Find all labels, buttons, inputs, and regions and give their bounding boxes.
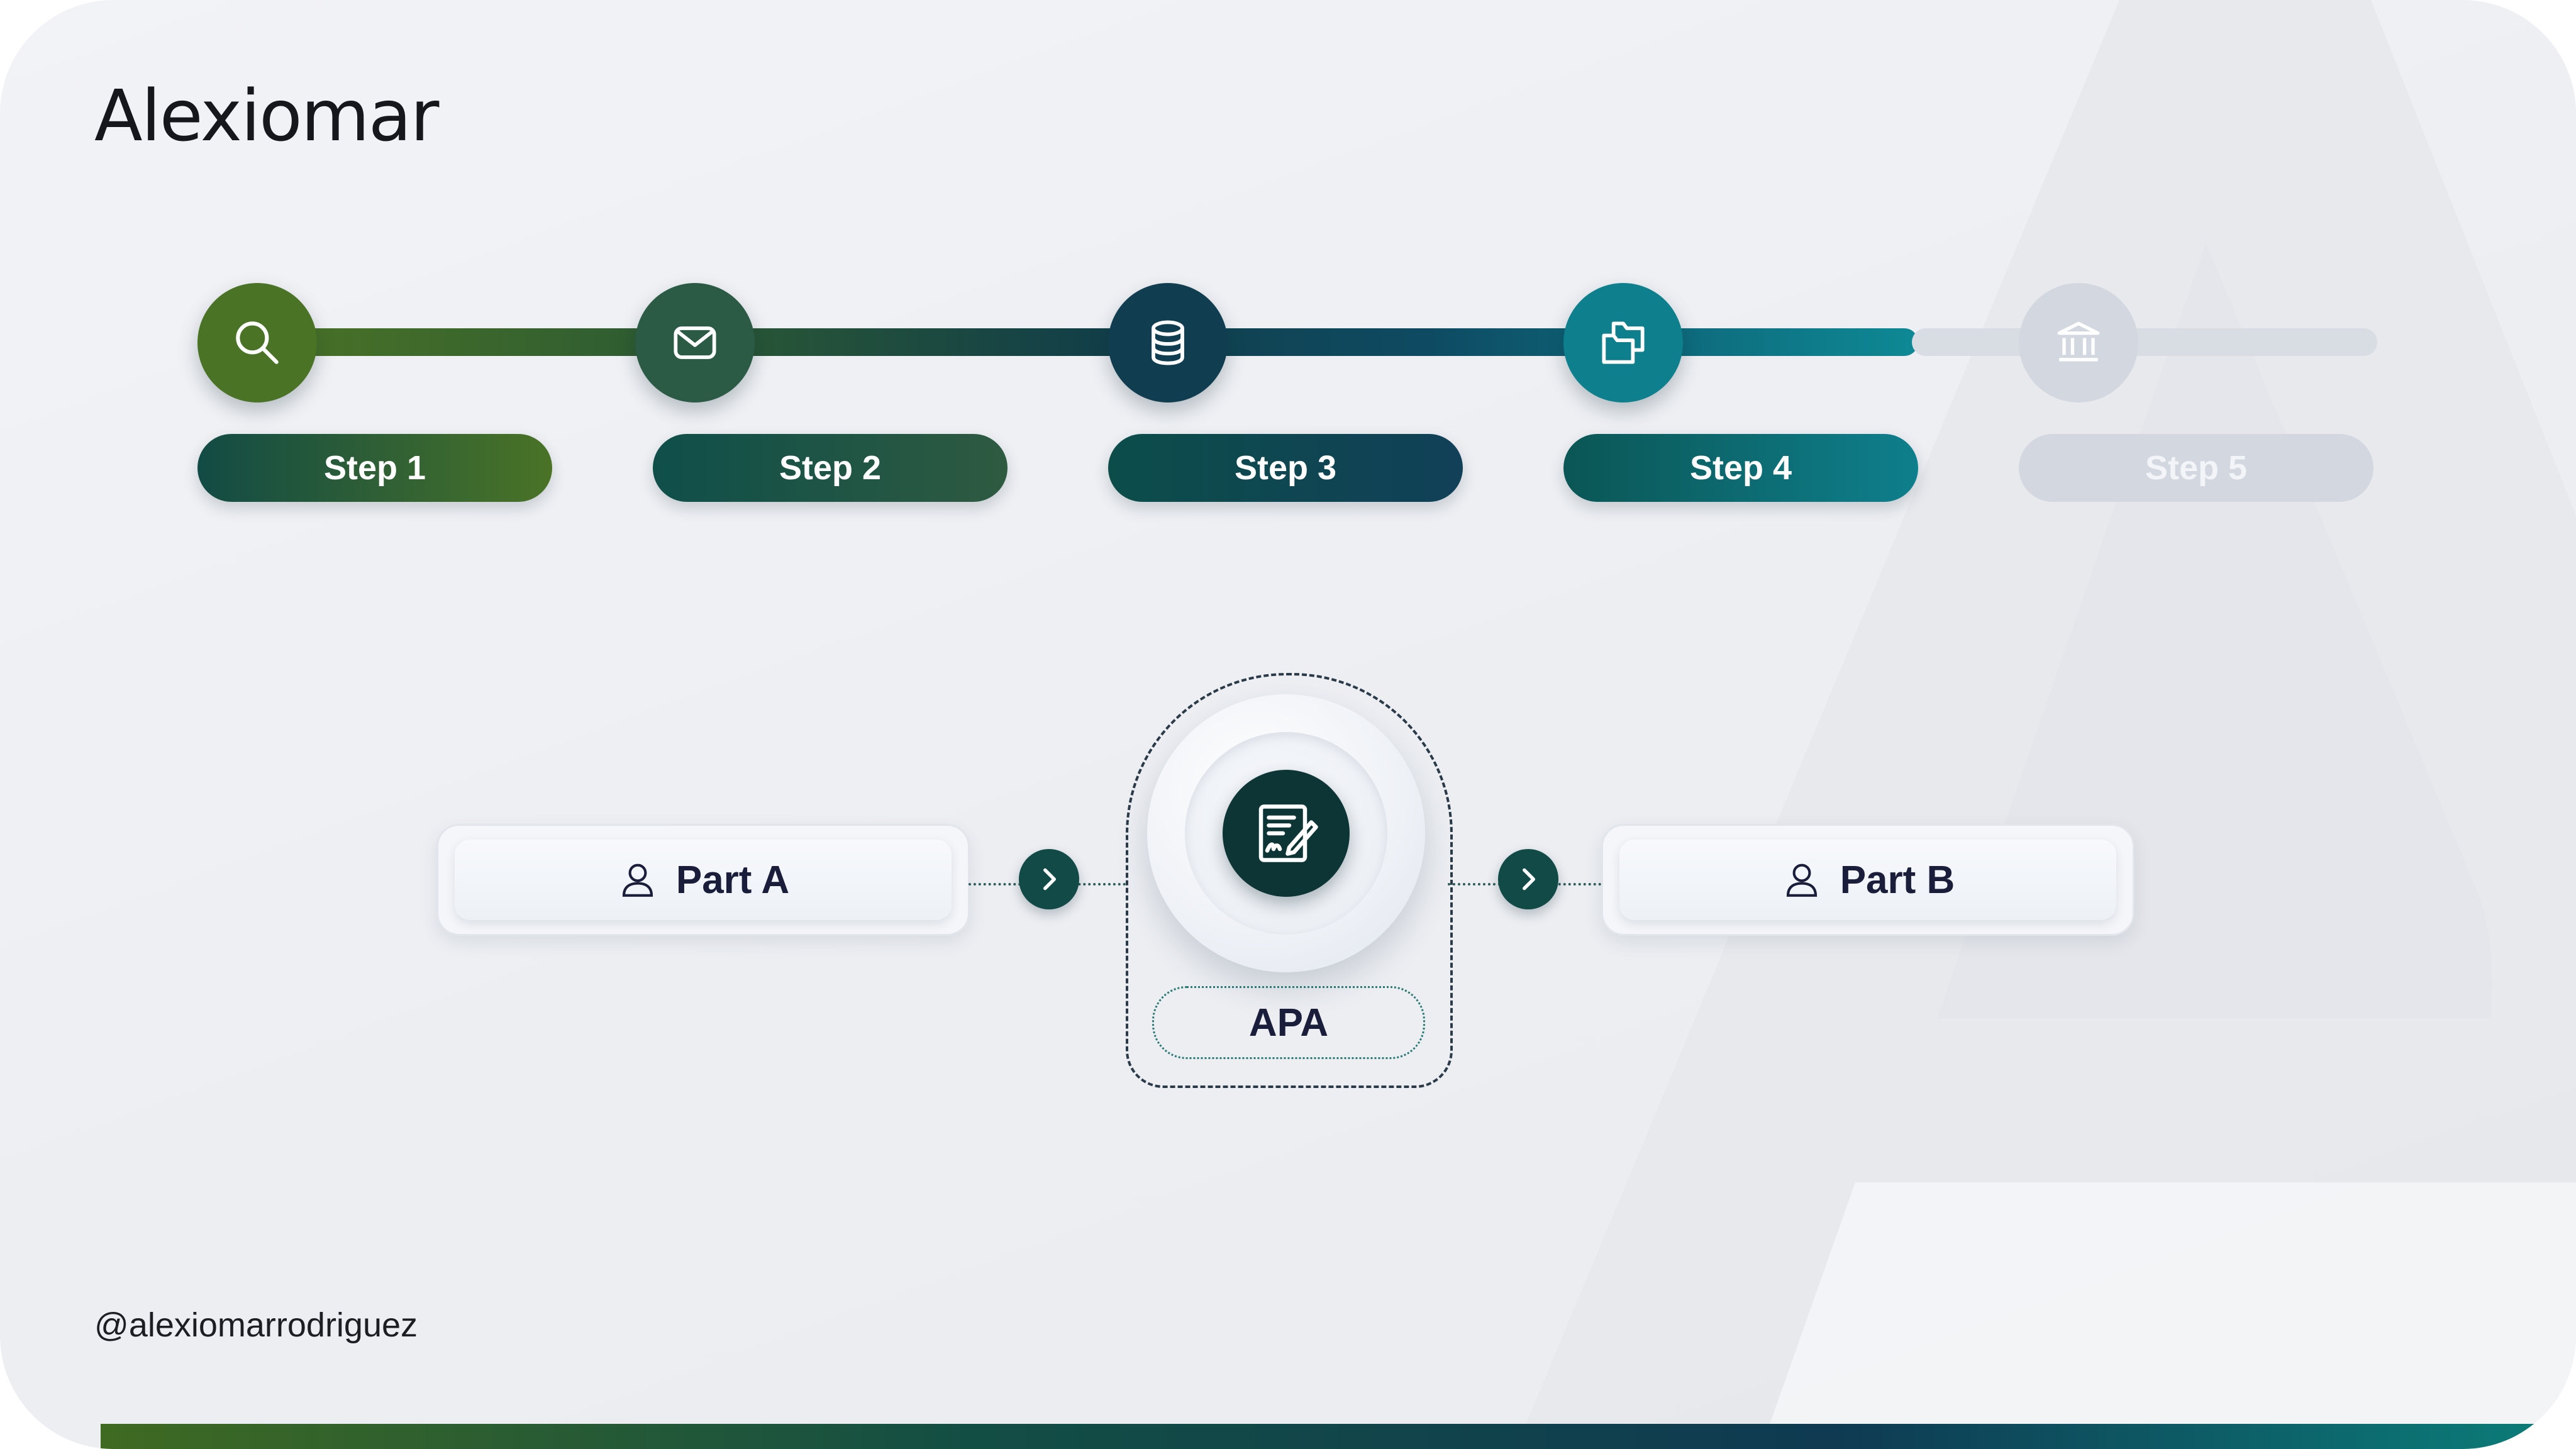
step-2-node[interactable] xyxy=(635,283,755,402)
search-icon xyxy=(236,321,279,364)
step-1-label[interactable]: Step 1 xyxy=(197,434,552,502)
signed-document-icon xyxy=(1258,804,1318,862)
arrow-right-button-left[interactable] xyxy=(1019,849,1079,909)
chevron-right-icon xyxy=(1043,868,1057,891)
part-a-label: Part A xyxy=(675,858,790,902)
step-5-text: Step 5 xyxy=(2145,449,2248,487)
step-3-label[interactable]: Step 3 xyxy=(1108,434,1463,502)
apa-core-button[interactable] xyxy=(1223,770,1350,897)
step-1-node[interactable] xyxy=(197,283,317,402)
user-icon xyxy=(622,863,653,897)
step-4-label[interactable]: Step 4 xyxy=(1563,434,1918,502)
step-4-text: Step 4 xyxy=(1689,449,1792,487)
folders-icon xyxy=(1602,321,1645,364)
bottom-accent-bar xyxy=(101,1424,2576,1449)
chevron-right-icon xyxy=(1523,868,1536,891)
step-2-text: Step 2 xyxy=(779,449,882,487)
part-b-inner: Part B xyxy=(1619,840,2116,920)
step-2-label[interactable]: Step 2 xyxy=(653,434,1008,502)
part-a-card[interactable]: Part A xyxy=(436,824,970,936)
step-5-label[interactable]: Step 5 xyxy=(2019,434,2373,502)
part-b-label: Part B xyxy=(1840,858,1955,902)
user-icon xyxy=(1786,863,1817,897)
apa-dashed-frame xyxy=(1126,673,1453,1088)
step-1-text: Step 1 xyxy=(323,449,426,487)
part-b-card[interactable]: Part B xyxy=(1601,824,2135,936)
step-3-text: Step 3 xyxy=(1234,449,1337,487)
author-handle: @alexiomarrodriguez xyxy=(94,1306,418,1344)
arrow-right-button-right[interactable] xyxy=(1498,849,1558,909)
step-4-node[interactable] xyxy=(1563,283,1683,402)
database-icon xyxy=(1152,320,1184,365)
step-3-node[interactable] xyxy=(1108,283,1228,402)
step-5-node[interactable] xyxy=(2019,283,2138,402)
apa-label: APA xyxy=(1152,986,1425,1059)
part-a-inner: Part A xyxy=(455,840,952,920)
stepper-remaining-track xyxy=(1912,328,2377,356)
apa-label-text: APA xyxy=(1248,1001,1329,1045)
bank-icon xyxy=(2057,321,2100,362)
brand-logo: Alexiomar xyxy=(94,75,439,157)
mail-icon xyxy=(674,326,716,359)
